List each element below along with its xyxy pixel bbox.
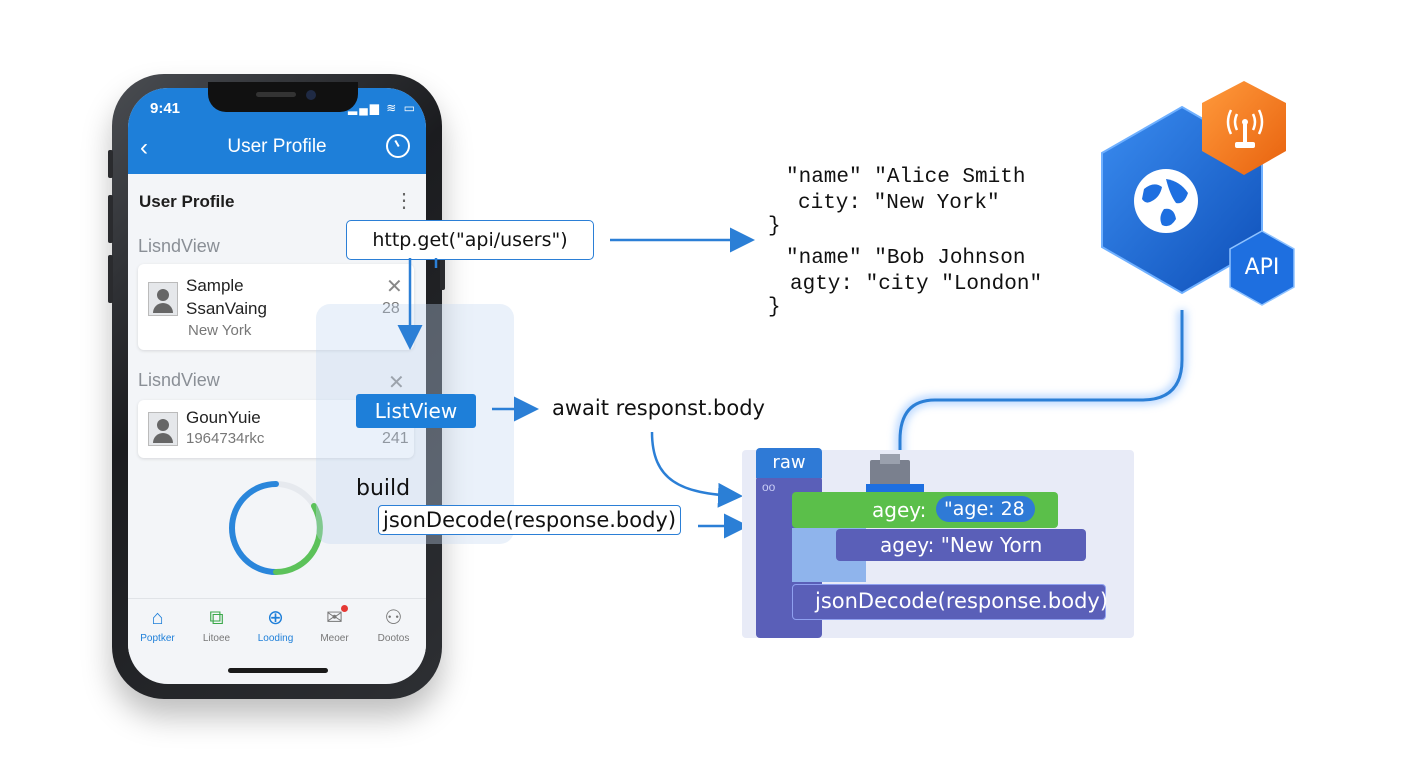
json-decode-label: jsonDecode(response.body)	[378, 505, 682, 535]
list-item[interactable]: Sample SsanVaing New York ✕ 28	[138, 264, 414, 350]
close-icon[interactable]: ✕	[388, 372, 405, 394]
listview-box: ListView	[356, 394, 476, 428]
json-brace: }	[768, 215, 781, 238]
list-icon: ⧉	[209, 607, 224, 629]
item-city: New York	[188, 322, 252, 339]
nav-item-looding[interactable]: ⊕ Looding	[246, 607, 305, 644]
build-label: build	[356, 476, 411, 501]
back-button[interactable]: ‹	[140, 134, 148, 161]
mail-icon: ✉	[326, 607, 343, 629]
api-cloud-graphic	[1101, 81, 1295, 306]
nav-label: Litoee	[202, 633, 231, 644]
json-line: city: "New York"	[798, 192, 1000, 215]
raw-block[interactable]: raw	[756, 448, 822, 478]
bottom-nav: ⌂ Poptker ⧉ Litoee ⊕ Looding ✉ Meoer ⚇ D…	[128, 598, 426, 655]
item-subname: SsanVaing	[186, 299, 267, 318]
nav-item-poptker[interactable]: ⌂ Poptker	[128, 607, 187, 644]
await-label: await responst.body	[552, 396, 765, 420]
indigo-block-label: agey: "New Yorn	[880, 533, 1043, 557]
phone-screen: 9:41 ▂▄▆ ≋ ▭ ‹ User Profile User Profile…	[128, 88, 426, 684]
status-icons: ▂▄▆ ≋ ▭	[348, 101, 418, 115]
nav-label: Poptker	[140, 633, 175, 644]
json-decode-text: jsonDecode(response.body)	[378, 505, 682, 535]
item-number: 241	[382, 430, 409, 447]
json-line: "name" "Alice Smith	[786, 166, 1026, 189]
nav-item-litoee[interactable]: ⧉ Litoee	[187, 607, 246, 644]
list-label: LisndView	[138, 370, 220, 390]
notification-dot	[341, 605, 348, 612]
json-line: agty: "city "London"	[790, 273, 1043, 296]
green-block[interactable]: agey: "age: 28	[792, 492, 1058, 528]
antenna-icon	[1226, 109, 1264, 148]
nav-label: Meoer	[320, 633, 349, 644]
item-name: GounYuie	[186, 408, 261, 427]
phone-volume-up	[108, 195, 113, 243]
status-time: 9:41	[150, 100, 181, 117]
indigo-block[interactable]: agey: "New Yorn	[836, 529, 1086, 561]
close-icon[interactable]: ✕	[386, 276, 403, 298]
phone-volume-down	[108, 255, 113, 303]
decode-block-label: jsonDecode(response.body)	[815, 589, 1109, 613]
cable-connector-tip	[880, 454, 900, 464]
home-icon: ⌂	[151, 607, 164, 629]
list-label: LisndView	[138, 236, 220, 256]
nav-label: Looding	[257, 633, 294, 644]
glasses-icon: oo	[762, 480, 776, 494]
timer-icon[interactable]	[386, 134, 410, 158]
avatar	[148, 282, 178, 316]
loading-spinner	[229, 481, 323, 575]
globe-icon	[1134, 169, 1198, 233]
phone-mute-switch	[108, 150, 113, 178]
cable-connector	[870, 460, 910, 486]
nav-item-meoer[interactable]: ✉ Meoer	[305, 605, 364, 644]
nav-label: Dootos	[377, 633, 410, 644]
phone-notch	[208, 82, 358, 112]
json-line: "name" "Bob Johnson	[786, 247, 1026, 270]
add-icon: ⊕	[267, 607, 284, 629]
json-brace: }	[768, 296, 781, 319]
home-indicator	[228, 668, 328, 673]
avatar	[148, 412, 178, 446]
more-icon[interactable]: ⋮	[394, 190, 414, 212]
cable-socket	[866, 484, 924, 494]
item-number: 28	[382, 300, 400, 317]
item-name: Sample	[186, 276, 244, 295]
profile-icon: ⚇	[384, 607, 403, 629]
section-title: User Profile	[139, 192, 235, 211]
nav-item-dootos[interactable]: ⚇ Dootos	[364, 607, 423, 644]
api-badge: API	[1244, 255, 1280, 280]
http-get-box: http.get("api/users")	[346, 220, 594, 260]
green-block-label: agey:	[872, 498, 933, 522]
item-subname: 1964734rkc	[186, 430, 265, 447]
decode-block[interactable]: jsonDecode(response.body)	[792, 584, 1109, 620]
app-bar-title: User Profile	[227, 136, 327, 157]
green-block-value[interactable]: "age: 28	[936, 496, 1035, 522]
